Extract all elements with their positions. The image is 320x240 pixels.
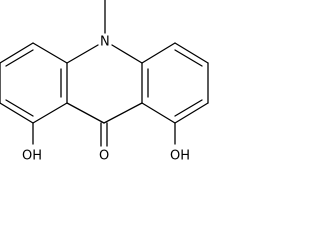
bond-left-ring-2 [32, 102, 68, 124]
double-bond-right-ring-c [174, 49, 203, 67]
bond-left-ring-3 [0, 102, 34, 124]
carbonyl-oxygen-label: O [99, 149, 109, 164]
bond-carbonyl-to-right [103, 102, 143, 124]
right-ring [141, 42, 209, 124]
hydroxyl-right-label: OH [170, 149, 190, 164]
hydroxyl-left-label: OH [22, 149, 42, 164]
bond-right-ring-5 [174, 42, 209, 64]
bond-right-ring-3 [174, 102, 209, 124]
bond-right-ring-6 [141, 42, 176, 64]
double-bond-right-ring-b [174, 99, 203, 117]
double-bond-left-ring-c [5, 49, 34, 67]
left-ring [0, 42, 68, 124]
bond-nitrogen-to-right [111, 44, 143, 64]
bond-left-to-carbonyl [66, 102, 105, 124]
bond-right-ring-2 [141, 102, 176, 124]
molecule-structure: N O OH OH [0, 0, 209, 164]
bond-left-to-nitrogen [66, 44, 99, 64]
double-bond-left-ring-b [5, 99, 34, 117]
bond-left-ring-5 [0, 42, 34, 64]
central-ring [66, 44, 143, 124]
nitrogen-label: N [100, 35, 110, 50]
bond-left-ring-6 [32, 42, 68, 64]
